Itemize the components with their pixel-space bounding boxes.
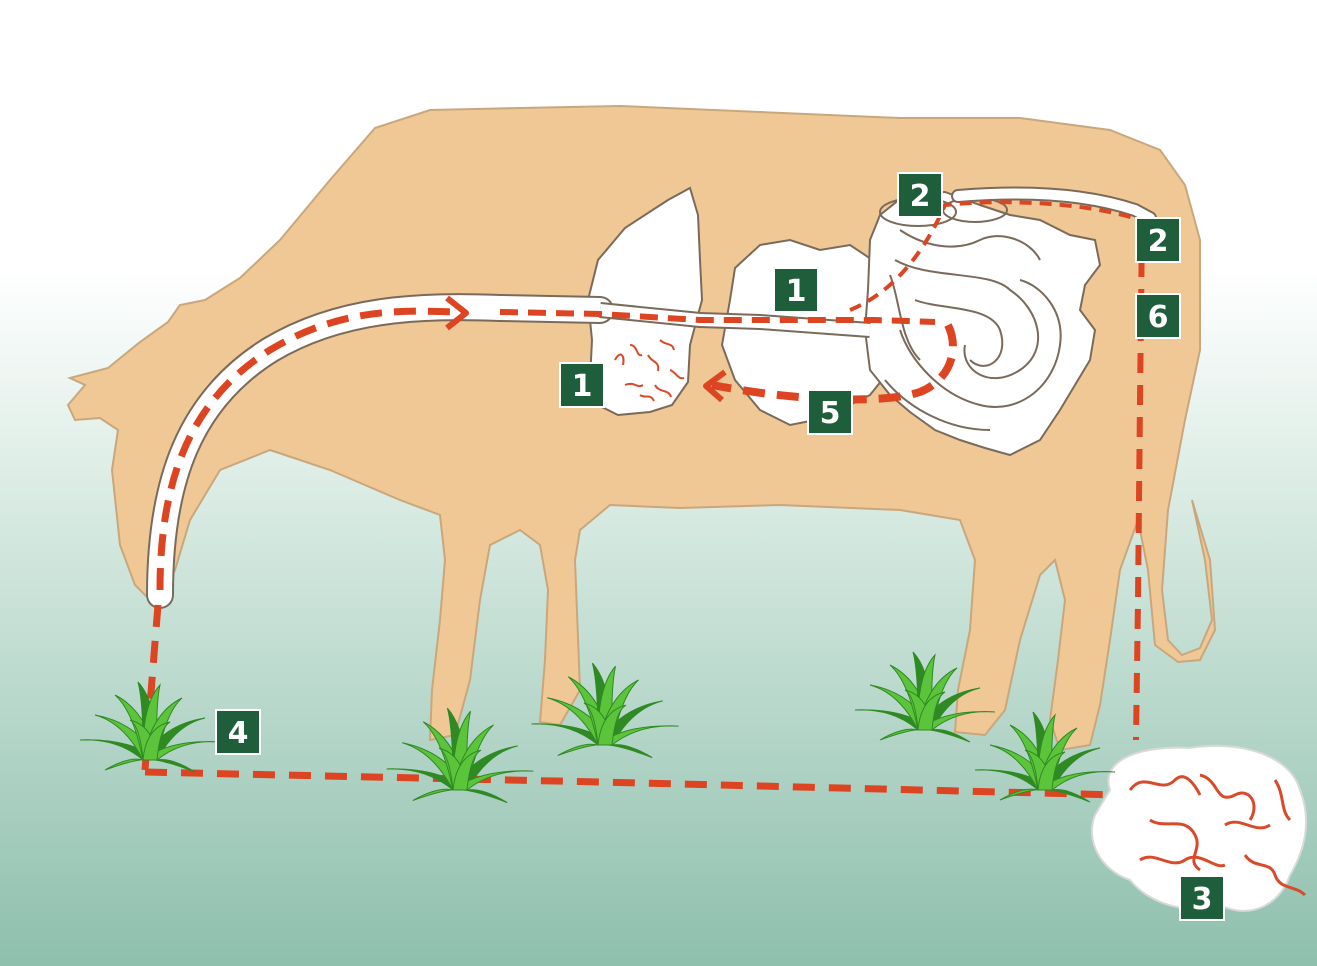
badge-5-return: 5 <box>808 390 852 434</box>
svg-text:2: 2 <box>910 179 931 214</box>
svg-text:1: 1 <box>572 369 593 404</box>
svg-text:6: 6 <box>1148 300 1169 335</box>
badge-6-excretion: 6 <box>1136 294 1180 338</box>
svg-text:1: 1 <box>786 274 807 309</box>
svg-text:3: 3 <box>1192 882 1213 917</box>
badge-2-intestine: 2 <box>898 173 942 217</box>
svg-text:5: 5 <box>820 396 841 431</box>
badge-1-rumen: 1 <box>560 363 604 407</box>
badge-3-dung: 3 <box>1180 876 1224 920</box>
badge-2-rectum: 2 <box>1136 218 1180 262</box>
svg-text:4: 4 <box>228 716 249 751</box>
svg-text:2: 2 <box>1148 224 1169 259</box>
badge-4-pasture: 4 <box>216 710 260 754</box>
badge-1-path: 1 <box>774 268 818 312</box>
